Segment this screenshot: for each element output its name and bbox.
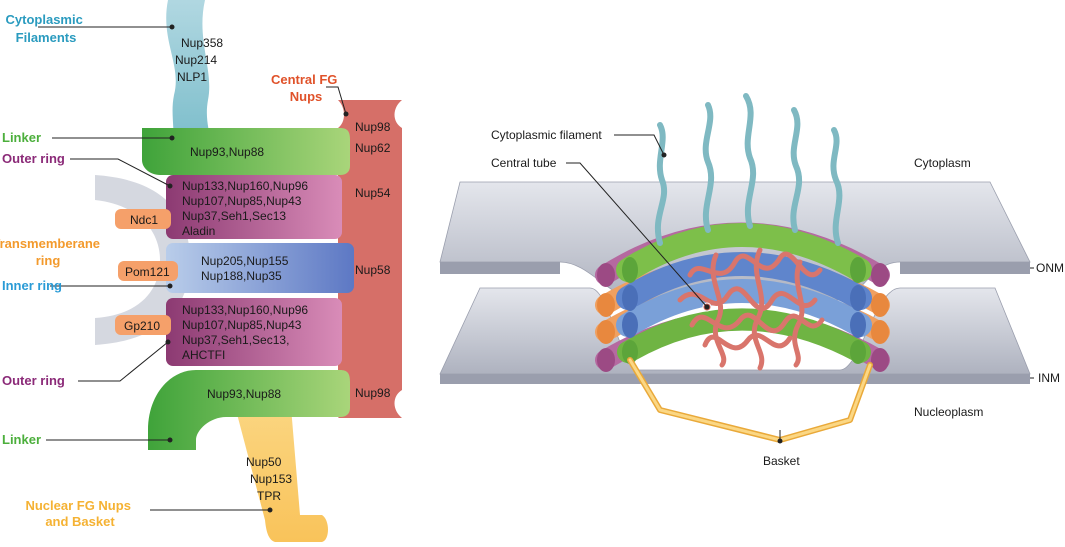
linker-top-shape: [142, 128, 350, 175]
inner-ring-shape: [166, 243, 354, 293]
label-cytoplasmic-filaments: Cytoplasmic Filaments: [6, 12, 87, 45]
label-outer-ring-bottom: Outer ring: [2, 373, 65, 388]
inner-ring-text: Nup205,Nup155 Nup188,Nup35: [201, 254, 292, 283]
label-cytoplasmic-filament: Cytoplasmic filament: [491, 128, 602, 142]
central-column-text: Nup98 Nup62 Nup54 Nup58 Nup98: [355, 120, 394, 400]
label-linker-top: Linker: [2, 130, 41, 145]
label-linker-bottom: Linker: [2, 432, 41, 447]
tag-ndc1-shape: [115, 209, 171, 229]
linker-top-text: Nup93,Nup88: [190, 145, 264, 159]
basket-nup-list: Nup50 Nup153 TPR: [246, 455, 295, 503]
label-basket: Basket: [763, 454, 800, 468]
outer-ring-bottom-shape: [166, 298, 342, 366]
linker-bottom-shape: [148, 370, 350, 450]
filament-nup-list: Nup358 Nup214 NLP1: [175, 36, 226, 84]
basket-column-shape: [232, 395, 328, 542]
outer-ring-bottom-text: Nup133,Nup160,Nup96 Nup107,Nup85,Nup43 N…: [182, 303, 311, 362]
label-central-fg-nups: Central FG Nups: [271, 72, 341, 104]
tag-ndc1: Ndc1: [130, 213, 158, 227]
cytoplasmic-filament-shape: [166, 0, 211, 150]
label-transmembrane-ring: Transmemberane ring: [0, 236, 104, 268]
label-nucleoplasm: Nucleoplasm: [914, 405, 983, 419]
tag-pom121-shape: [118, 261, 178, 281]
label-cytoplasm: Cytoplasm: [914, 156, 971, 170]
outer-ring-top-text: Nup133,Nup160,Nup96 Nup107,Nup85,Nup43 N…: [182, 179, 311, 238]
label-inner-ring: Inner ring: [2, 278, 62, 293]
tag-pom121: Pom121: [125, 265, 170, 279]
right-cytoplasmic-filaments: [654, 93, 843, 246]
tag-gp210: Gp210: [124, 319, 160, 333]
label-nuclear-fg-basket: Nuclear FG Nups and Basket: [25, 498, 134, 529]
label-inm: INM: [1038, 371, 1060, 385]
linker-bottom-text: Nup93,Nup88: [207, 387, 281, 401]
central-tube-squiggles: [677, 247, 825, 371]
tag-gp210-shape: [115, 315, 171, 335]
label-outer-ring-top: Outer ring: [2, 151, 65, 166]
label-onm: ONM: [1036, 261, 1064, 275]
central-fg-column-shape: [338, 100, 402, 418]
outer-ring-top-shape: [166, 175, 342, 239]
label-central-tube: Central tube: [491, 156, 557, 170]
